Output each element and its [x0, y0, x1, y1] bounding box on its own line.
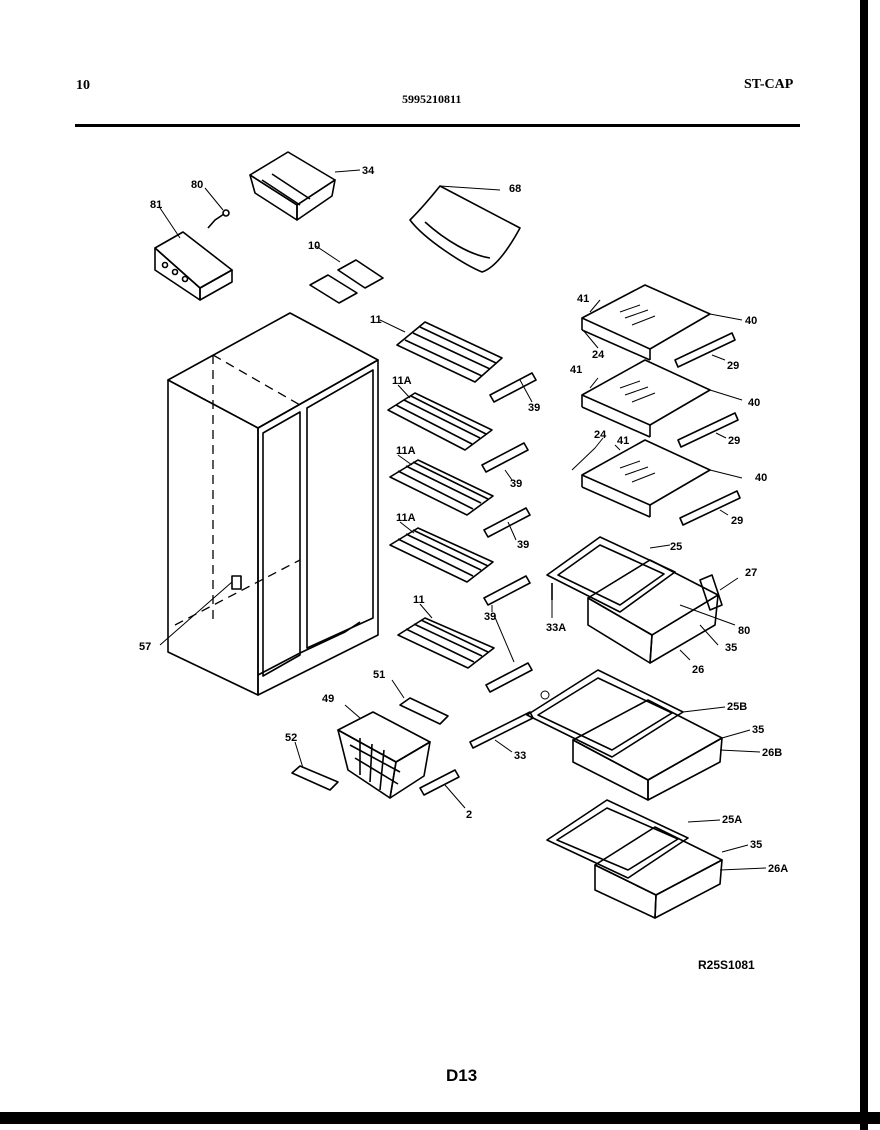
part-10-slides [309, 245, 384, 304]
label-11A-3: 11A [396, 512, 416, 524]
label-26A: 26A [768, 863, 788, 875]
label-25A: 25A [722, 814, 742, 826]
label-41-2: 41 [570, 364, 582, 376]
label-39-2: 39 [510, 478, 522, 490]
label-35-2: 35 [752, 724, 764, 736]
label-80-crisper: 80 [738, 625, 750, 637]
label-25B: 25B [727, 701, 747, 713]
label-41-3: 41 [617, 435, 629, 447]
callout-labels: 34 80 81 68 10 11 11A 11A 11A 11 39 39 3… [139, 165, 788, 875]
label-29-3: 29 [731, 515, 743, 527]
glass-shelves [571, 284, 743, 518]
shelf-supports [481, 372, 537, 693]
part-80-screw [204, 187, 230, 229]
page-border-bottom [0, 1112, 880, 1124]
label-27: 27 [745, 567, 757, 579]
header-section-code: ST-CAP [744, 77, 794, 92]
part-34-bin [249, 151, 361, 221]
label-57: 57 [139, 641, 151, 653]
label-26: 26 [692, 664, 704, 676]
label-35-3: 35 [750, 839, 762, 851]
part-2-rail [419, 769, 466, 809]
exploded-parts-diagram: 34 80 81 68 10 11 11A 11A 11A 11 39 39 3… [139, 151, 788, 919]
label-51: 51 [373, 669, 385, 681]
label-11A-1: 11A [392, 375, 412, 387]
label-49: 49 [322, 693, 334, 705]
label-81: 81 [150, 199, 162, 211]
label-40-1: 40 [745, 315, 757, 327]
label-35-1: 35 [725, 642, 737, 654]
label-40-2: 40 [748, 397, 760, 409]
label-34: 34 [362, 165, 375, 177]
label-39-1: 39 [528, 402, 540, 414]
label-52: 52 [285, 732, 297, 744]
part-51-bracket [391, 679, 449, 725]
label-24-2: 24 [594, 429, 607, 441]
label-39-3: 39 [517, 539, 529, 551]
part-52-clip [291, 741, 339, 791]
page-border-right [860, 0, 868, 1130]
label-25: 25 [670, 541, 682, 553]
label-10: 10 [308, 240, 320, 252]
part-68-chute [409, 185, 521, 273]
label-80: 80 [191, 179, 203, 191]
shelf-rails [674, 332, 741, 526]
crisper-upper [546, 536, 739, 664]
header-model-number: 5995210811 [402, 92, 462, 106]
label-26B: 26B [762, 747, 782, 759]
label-68: 68 [509, 183, 521, 195]
label-24-1: 24 [592, 349, 605, 361]
label-11A-2: 11A [396, 445, 416, 457]
label-29-2: 29 [728, 435, 740, 447]
wire-basket [337, 704, 431, 799]
label-33: 33 [514, 750, 526, 762]
label-2: 2 [466, 809, 472, 821]
header-rule [75, 124, 800, 127]
label-39-4: 39 [484, 611, 496, 623]
label-33A: 33A [546, 622, 566, 634]
header-page-number: 10 [76, 78, 90, 93]
label-40-3: 40 [755, 472, 767, 484]
crisper-lower [546, 799, 767, 919]
crisper-middle [469, 669, 761, 801]
label-29-1: 29 [727, 360, 739, 372]
wire-shelves [379, 319, 503, 669]
label-41-1: 41 [577, 293, 589, 305]
cabinet [159, 312, 379, 696]
diagram-reference-code: R25S1081 [698, 958, 755, 972]
label-11-bottom: 11 [413, 594, 425, 606]
label-11-top: 11 [370, 314, 382, 326]
page-code: D13 [446, 1066, 478, 1085]
part-81-tray [154, 207, 233, 301]
